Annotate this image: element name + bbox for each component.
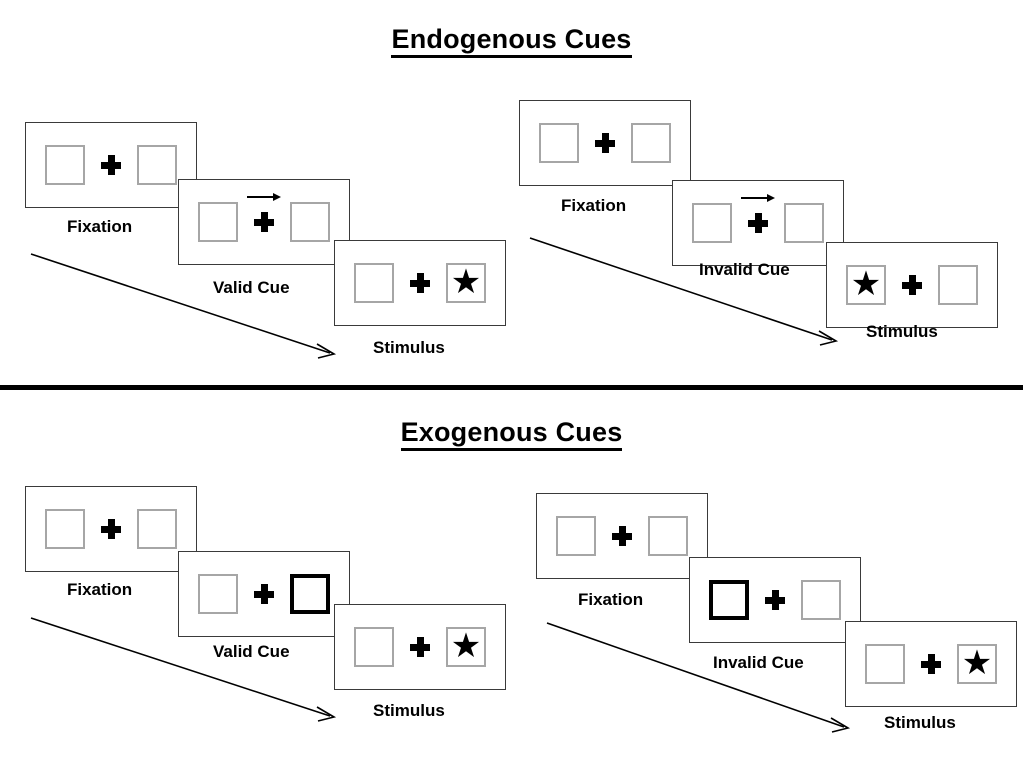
stimulus-box-left (692, 203, 732, 243)
stimulus-box-right (290, 202, 330, 242)
panel-inner (198, 192, 330, 242)
time-flow-arrow-icon (546, 622, 851, 733)
time-flow-arrow-icon (30, 253, 337, 359)
panel-endogenous-invalid-cue[interactable] (672, 180, 844, 266)
panel-inner (692, 193, 824, 243)
panel-endogenous-valid-stimulus[interactable]: ★ (334, 240, 506, 326)
star-icon: ★ (450, 627, 482, 665)
fixation-cross-icon (101, 155, 121, 175)
stage-label-endogenous-invalid-fixation: Fixation (561, 196, 627, 215)
panel-inner (556, 516, 688, 556)
stimulus-box-right: ★ (446, 263, 486, 303)
stimulus-box-left (539, 123, 579, 163)
arrow-head (273, 192, 281, 201)
stimulus-box-right (137, 509, 177, 549)
stage-label-exogenous-invalid-stimulus: Stimulus (884, 713, 956, 732)
stimulus-box-left (354, 627, 394, 667)
section-title-exogenous: Exogenous Cues (0, 417, 1023, 451)
stimulus-box-left (198, 202, 238, 242)
fixation-cross-icon (902, 275, 922, 295)
time-flow-arrow-icon (30, 617, 337, 722)
stage-label-exogenous-invalid-fixation: Fixation (578, 590, 644, 609)
panel-exogenous-invalid-stimulus[interactable]: ★ (845, 621, 1017, 707)
stage-label-exogenous-valid-fixation: Fixation (67, 580, 133, 599)
stimulus-box-right (137, 145, 177, 185)
panel-inner (45, 145, 177, 185)
panel-inner: ★ (354, 627, 486, 667)
panel-inner: ★ (865, 644, 997, 684)
fixation-cross-icon (612, 526, 632, 546)
stimulus-box-left-cued (709, 580, 749, 620)
section-divider (0, 385, 1023, 390)
panel-inner (539, 123, 671, 163)
panel-exogenous-valid-fixation[interactable] (25, 486, 197, 572)
stimulus-box-left: ★ (846, 265, 886, 305)
arrow-right-icon (247, 192, 281, 202)
arrow-right-icon (741, 193, 775, 203)
stimulus-box-left (354, 263, 394, 303)
stage-label-endogenous-valid-cue: Valid Cue (213, 278, 290, 297)
stimulus-box-right: ★ (446, 627, 486, 667)
panel-endogenous-invalid-stimulus[interactable]: ★ (826, 242, 998, 328)
panel-inner: ★ (846, 265, 978, 305)
stimulus-box-right (631, 123, 671, 163)
fixation-cross-icon (410, 273, 430, 293)
fixation-cross-icon (101, 519, 121, 539)
arrow-shaft (247, 196, 275, 198)
stimulus-box-left (198, 574, 238, 614)
stage-label-endogenous-invalid-cue: Invalid Cue (699, 260, 790, 279)
panel-exogenous-invalid-fixation[interactable] (536, 493, 708, 579)
star-icon: ★ (450, 263, 482, 301)
panel-inner (198, 574, 330, 614)
panel-endogenous-invalid-fixation[interactable] (519, 100, 691, 186)
panel-exogenous-valid-cue[interactable] (178, 551, 350, 637)
panel-inner (45, 509, 177, 549)
fixation-cross-icon (765, 590, 785, 610)
fixation-cross-icon (741, 193, 775, 233)
fixation-cross-icon (595, 133, 615, 153)
fixation-cross-icon (247, 192, 281, 232)
stimulus-box-right (648, 516, 688, 556)
panel-inner: ★ (354, 263, 486, 303)
stimulus-box-left (45, 145, 85, 185)
stage-label-endogenous-valid-fixation: Fixation (67, 217, 133, 236)
stage-label-endogenous-invalid-stimulus: Stimulus (866, 322, 938, 341)
star-icon: ★ (961, 644, 993, 682)
section-title-endogenous-text: Endogenous Cues (391, 24, 632, 58)
fixation-cross-icon (410, 637, 430, 657)
time-flow-arrow-icon (529, 237, 839, 346)
stimulus-box-right-cued (290, 574, 330, 614)
stage-label-exogenous-invalid-cue: Invalid Cue (713, 653, 804, 672)
stage-label-exogenous-valid-stimulus: Stimulus (373, 701, 445, 720)
section-title-exogenous-text: Exogenous Cues (400, 417, 623, 451)
stimulus-box-left (865, 644, 905, 684)
panel-exogenous-valid-stimulus[interactable]: ★ (334, 604, 506, 690)
fixation-cross-icon (921, 654, 941, 674)
arrow-head (767, 193, 775, 202)
stimulus-box-left (556, 516, 596, 556)
stimulus-box-right (801, 580, 841, 620)
stage-label-endogenous-valid-stimulus: Stimulus (373, 338, 445, 357)
stimulus-box-right (938, 265, 978, 305)
arrow-shaft (741, 197, 769, 199)
panel-exogenous-invalid-cue[interactable] (689, 557, 861, 643)
fixation-cross-icon (254, 584, 274, 604)
stimulus-box-left (45, 509, 85, 549)
panel-endogenous-valid-fixation[interactable] (25, 122, 197, 208)
stimulus-box-right: ★ (957, 644, 997, 684)
section-title-endogenous: Endogenous Cues (0, 24, 1023, 58)
panel-endogenous-valid-cue[interactable] (178, 179, 350, 265)
stage-label-exogenous-valid-cue: Valid Cue (213, 642, 290, 661)
star-icon: ★ (850, 265, 882, 303)
stimulus-box-right (784, 203, 824, 243)
panel-inner (709, 580, 841, 620)
